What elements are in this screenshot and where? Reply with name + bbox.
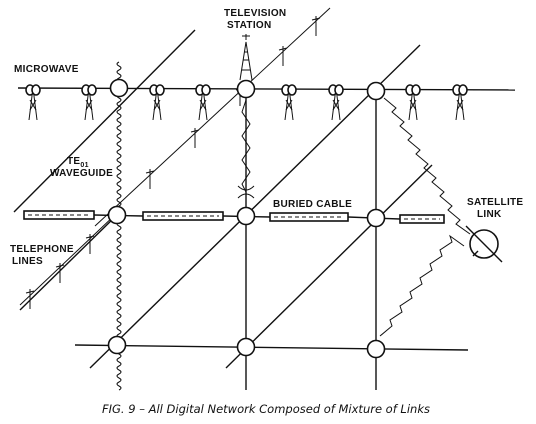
satellite-icon (465, 225, 503, 263)
microwave-tower-icon (281, 84, 297, 121)
label-lines: LINES (12, 256, 43, 267)
diagonal-line-center (89, 44, 421, 369)
buried-cable (23, 210, 445, 224)
label-station: STATION (227, 20, 272, 31)
label-te01: TE01 (67, 156, 89, 169)
microwave-tower-icon (81, 84, 97, 121)
microwave-tower-icon (452, 84, 468, 121)
top-horizontal-line (17, 87, 516, 91)
telephone-wire-lower (19, 213, 117, 306)
te01-waveguide (116, 61, 122, 391)
node-middle-right (366, 208, 386, 228)
microwave-tower-icon (149, 84, 165, 121)
microwave-tower-icon (405, 84, 421, 121)
label-microwave: MICROWAVE (14, 64, 79, 75)
bottom-horizontal-line (74, 344, 469, 351)
diagonal-line-left-lower (19, 211, 121, 311)
diagonal-line-upper (13, 29, 196, 213)
microwave-towers (25, 84, 468, 121)
microwave-tower-icon (25, 84, 41, 121)
figure-caption: FIG. 9 – All Digital Network Composed of… (102, 402, 430, 416)
labels: TELEVISION STATION MICROWAVE TE01 WAVEGU… (10, 8, 523, 267)
network-lines (13, 29, 516, 390)
network-nodes (107, 78, 386, 359)
telephone-wire-upper (94, 7, 331, 227)
node-bottom-right (366, 339, 386, 359)
label-waveguide: WAVEGUIDE (50, 168, 113, 179)
tv-zigzag-link (241, 99, 251, 193)
node-top-left (109, 78, 129, 98)
label-television: TELEVISION (224, 8, 286, 19)
node-bottom-middle (236, 337, 256, 357)
microwave-tower-icon (328, 84, 344, 121)
node-bottom-left (107, 335, 127, 355)
label-buried-cable: BURIED CABLE (273, 199, 352, 210)
satellite-downlink-zigzag (379, 234, 465, 337)
node-top-middle (236, 79, 256, 99)
tv-link-cross (237, 185, 255, 199)
label-satellite: SATELLITE (467, 197, 523, 208)
node-middle-center (236, 206, 256, 226)
node-middle-left (107, 205, 127, 225)
television-station-tower (239, 34, 253, 81)
satellite-uplink-zigzag (383, 97, 471, 235)
diagonal-line-lower (225, 164, 433, 369)
label-link: LINK (477, 209, 502, 220)
node-top-right (366, 81, 386, 101)
label-telephone: TELEPHONE (10, 244, 74, 255)
microwave-tower-icon (195, 84, 211, 121)
